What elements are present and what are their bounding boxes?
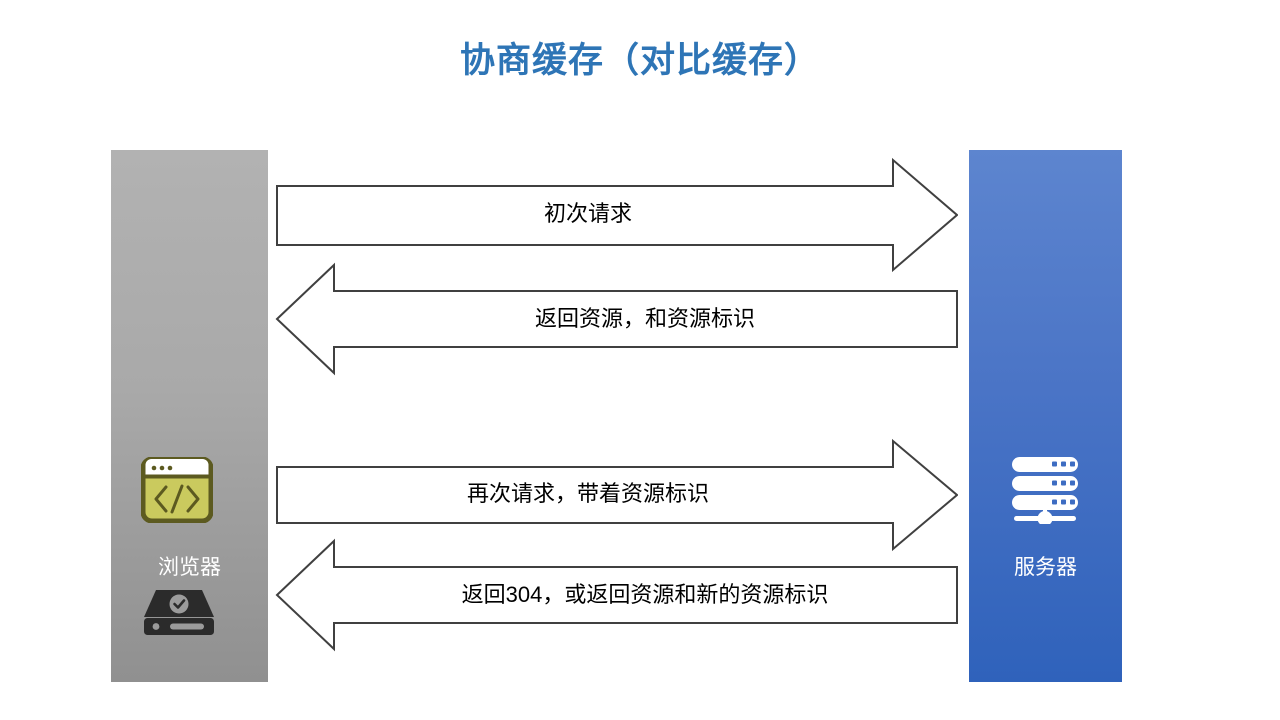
page-title: 协商缓存（对比缓存） bbox=[459, 41, 820, 80]
flow-arrow-3: 再次请求，带着资源标识 bbox=[276, 438, 958, 552]
flow-arrow-4-label: 返回304，或返回资源和新的资源标识 bbox=[461, 582, 829, 607]
browser-column: 浏览器 bbox=[111, 150, 268, 682]
disk-storage-icon bbox=[142, 587, 216, 639]
flow-arrow-2: 返回资源，和资源标识 bbox=[274, 262, 958, 376]
server-column: 服务器 bbox=[969, 150, 1122, 682]
browser-label: 浏览器 bbox=[158, 556, 221, 579]
flow-arrow-2-label: 返回资源，和资源标识 bbox=[534, 306, 755, 331]
flow-arrow-1-label: 初次请求 bbox=[543, 201, 632, 226]
flow-arrow-3-label: 再次请求，带着资源标识 bbox=[466, 481, 709, 506]
code-window-icon bbox=[140, 456, 214, 524]
server-stack-icon bbox=[1010, 456, 1080, 526]
flow-arrow-4: 返回304，或返回资源和新的资源标识 bbox=[274, 538, 958, 652]
flow-arrow-1: 初次请求 bbox=[276, 156, 958, 274]
server-label: 服务器 bbox=[1014, 556, 1077, 579]
